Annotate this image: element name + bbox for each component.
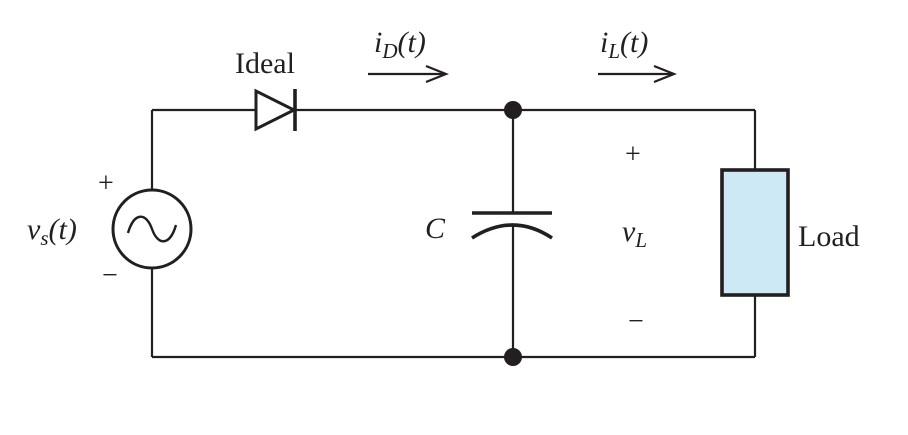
load-resistor xyxy=(720,168,790,297)
wires xyxy=(150,108,757,359)
ac-source xyxy=(111,188,193,270)
diode-triangle xyxy=(254,88,298,132)
load-voltage-plus: + xyxy=(625,139,641,170)
source-minus: − xyxy=(102,260,118,291)
load-voltage-label: vL xyxy=(622,215,647,252)
source-plus: + xyxy=(98,168,114,199)
capacitor xyxy=(471,211,553,240)
load-current-arrow xyxy=(598,64,677,84)
capacitor-curved-plate xyxy=(471,223,553,240)
diode-current-label: iD(t) xyxy=(374,26,426,63)
source-label: vs(t) xyxy=(27,213,77,250)
capacitor-label: C xyxy=(425,212,446,245)
sine-wave-icon xyxy=(126,215,178,243)
diode xyxy=(254,88,298,132)
diode-current-arrow xyxy=(368,64,449,84)
diode-label: Ideal xyxy=(235,47,295,80)
junction-bottom xyxy=(504,348,522,366)
load-current-label: iL(t) xyxy=(600,26,648,63)
load-voltage-minus: − xyxy=(628,306,644,337)
junction-top xyxy=(504,101,522,119)
load-label: Load xyxy=(798,220,860,253)
